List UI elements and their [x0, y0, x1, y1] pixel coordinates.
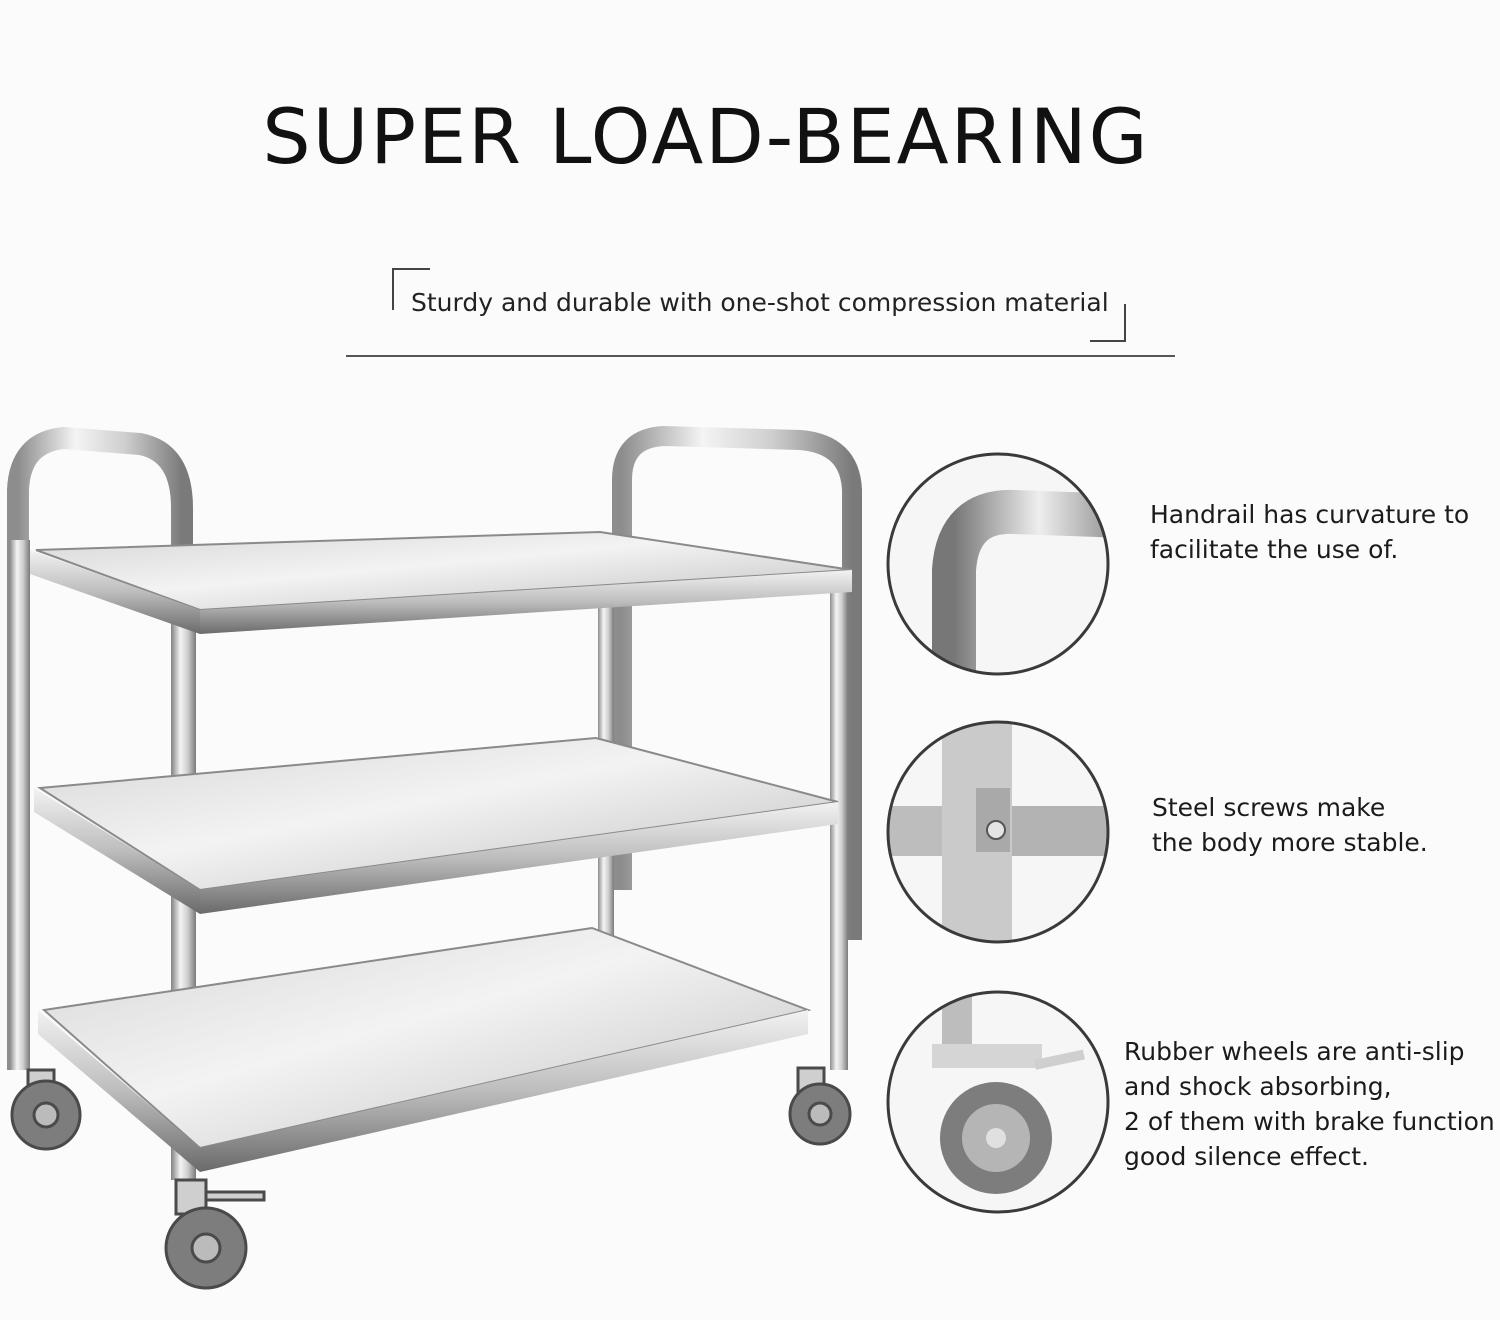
handrail-callout — [884, 450, 1112, 678]
rubber-wheel-closeup-icon — [886, 990, 1110, 1214]
corner-bracket-bottom-right — [1090, 304, 1126, 342]
feature-text-handrail: Handrail has curvature to facilitate the… — [1150, 500, 1470, 564]
rubber-wheel-callout — [884, 988, 1112, 1216]
corner-bracket-top-left — [392, 268, 430, 310]
divider-rule — [346, 355, 1175, 357]
feature-text-steel-screws: Steel screws make the body more stable. — [1152, 793, 1428, 857]
subtitle: Sturdy and durable with one-shot compres… — [411, 288, 1109, 317]
feature-text-rubber-wheels: Rubber wheels are anti-slip and shock ab… — [1124, 1037, 1495, 1171]
steel-screw-callout — [884, 718, 1112, 946]
handrail-closeup-icon — [886, 452, 1110, 676]
serving-cart-illustration — [7, 425, 862, 1290]
headline: SUPER LOAD-BEARING — [262, 92, 1150, 181]
steel-screw-closeup-icon — [886, 720, 1110, 944]
